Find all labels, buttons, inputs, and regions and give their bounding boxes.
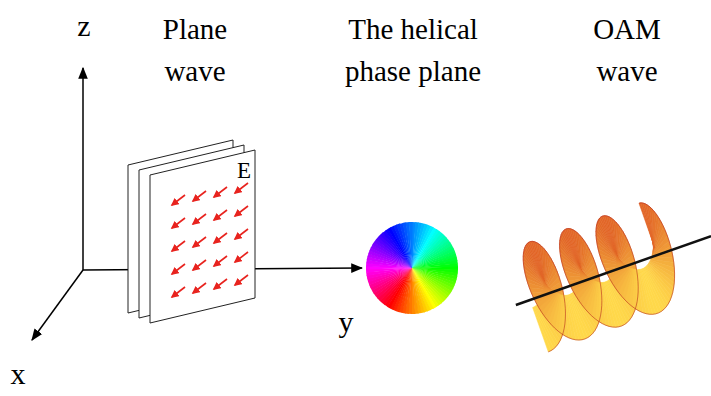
field-arrow bbox=[214, 210, 227, 220]
field-arrow bbox=[235, 229, 248, 239]
helix-segment bbox=[599, 254, 624, 265]
section-title: OAM wave bbox=[568, 8, 686, 92]
field-arrow bbox=[172, 218, 185, 228]
field-arrow bbox=[235, 275, 248, 285]
field-arrows bbox=[172, 183, 248, 297]
plane-sheet bbox=[150, 150, 255, 323]
section-title: The helical phase plane bbox=[322, 8, 504, 92]
wheel-wedge bbox=[402, 222, 412, 268]
wheel-wedge bbox=[412, 268, 422, 314]
wheel-wedge bbox=[406, 222, 412, 268]
axes bbox=[32, 68, 362, 340]
plane-sheets bbox=[128, 140, 255, 323]
axis-label: x bbox=[6, 352, 30, 396]
color-wheel bbox=[366, 222, 458, 314]
z-axis bbox=[82, 68, 84, 270]
helix-rim bbox=[523, 203, 674, 352]
wheel-wedge bbox=[367, 268, 412, 279]
wheel-wedge bbox=[412, 257, 457, 268]
field-arrow bbox=[214, 233, 227, 243]
axis-label: y bbox=[334, 300, 358, 344]
section-title: Plane wave bbox=[140, 8, 250, 92]
field-arrow bbox=[172, 241, 185, 251]
field-arrow bbox=[193, 283, 206, 293]
wheel-wedge bbox=[409, 222, 413, 268]
field-arrow bbox=[172, 264, 185, 274]
field-arrow bbox=[214, 279, 227, 289]
oam-helix bbox=[516, 203, 711, 352]
wheel-wedge bbox=[412, 268, 425, 313]
field-label: E bbox=[234, 154, 254, 187]
helix-segment bbox=[563, 266, 588, 277]
axis-label: z bbox=[72, 4, 96, 48]
field-arrow bbox=[235, 183, 248, 193]
field-arrow bbox=[193, 260, 206, 270]
field-arrow bbox=[172, 195, 185, 205]
field-arrow bbox=[193, 214, 206, 224]
field-arrow bbox=[172, 287, 185, 297]
field-arrow bbox=[214, 256, 227, 266]
field-arrow bbox=[193, 237, 206, 247]
field-arrow bbox=[235, 252, 248, 262]
field-arrow bbox=[214, 187, 227, 197]
propagation-axis bbox=[516, 236, 711, 305]
wheel-wedge bbox=[412, 268, 418, 314]
field-arrow bbox=[193, 191, 206, 201]
field-arrow bbox=[235, 206, 248, 216]
x-axis bbox=[32, 270, 83, 340]
wheel-wedge bbox=[399, 223, 412, 268]
